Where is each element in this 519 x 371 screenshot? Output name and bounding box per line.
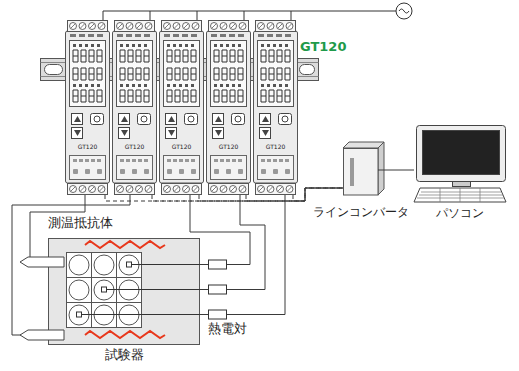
signal-wire: [190, 195, 250, 265]
controller-module: [207, 21, 251, 195]
test-chamber: 試験器: [48, 238, 200, 345]
ac-symbol: [399, 9, 409, 13]
test-chamber-body: [49, 239, 201, 345]
heater: [85, 241, 165, 248]
controller-module: [254, 21, 298, 195]
bus-line: [152, 188, 343, 201]
label-holder: 測温抵抗体: [48, 216, 113, 231]
bus-line: [246, 188, 343, 201]
signal-wire: [200, 195, 265, 290]
bus-line: [199, 188, 343, 201]
node-label: ラインコンバータ: [313, 206, 409, 220]
sensor-label: 測温抵抗体: [48, 216, 113, 231]
signal-wire: [378, 170, 414, 171]
power-line: [103, 3, 412, 20]
line-converter: ラインコンバータ: [343, 148, 378, 195]
personal-computer: パソコン: [414, 125, 506, 202]
module-label: GT120: [125, 144, 145, 151]
controller-module: GT120: [112, 20, 157, 195]
line-converter-body: [343, 142, 384, 195]
product-name: GT120: [300, 40, 346, 55]
controller-module: [113, 21, 157, 195]
controller-module: GT120: [65, 20, 110, 195]
signal-wire: [200, 195, 285, 315]
module-label: GT120: [266, 144, 286, 151]
label-holder: GT120: [300, 40, 346, 55]
computer-body: [414, 126, 506, 203]
sensor-label: 熱電対: [208, 322, 247, 337]
module-label: GT120: [78, 144, 98, 151]
bus-line: [293, 188, 343, 201]
module-label: GT120: [172, 144, 192, 151]
node-label: パソコン: [436, 207, 484, 221]
module-label: GT120: [219, 144, 239, 151]
rtd-probe: [20, 257, 64, 340]
signal-wire: [12, 195, 130, 335]
controller-module: GT120: [253, 20, 298, 195]
bus-line: [105, 188, 343, 201]
node-label: 試験器: [105, 348, 144, 363]
controller-module: [66, 21, 110, 195]
label-holder: 熱電対: [208, 322, 247, 337]
controller-module: [160, 21, 204, 195]
heater: [85, 331, 165, 338]
controller-module: GT120: [159, 20, 204, 195]
thermocouple: [209, 260, 227, 319]
controller-module: GT120: [206, 20, 251, 195]
